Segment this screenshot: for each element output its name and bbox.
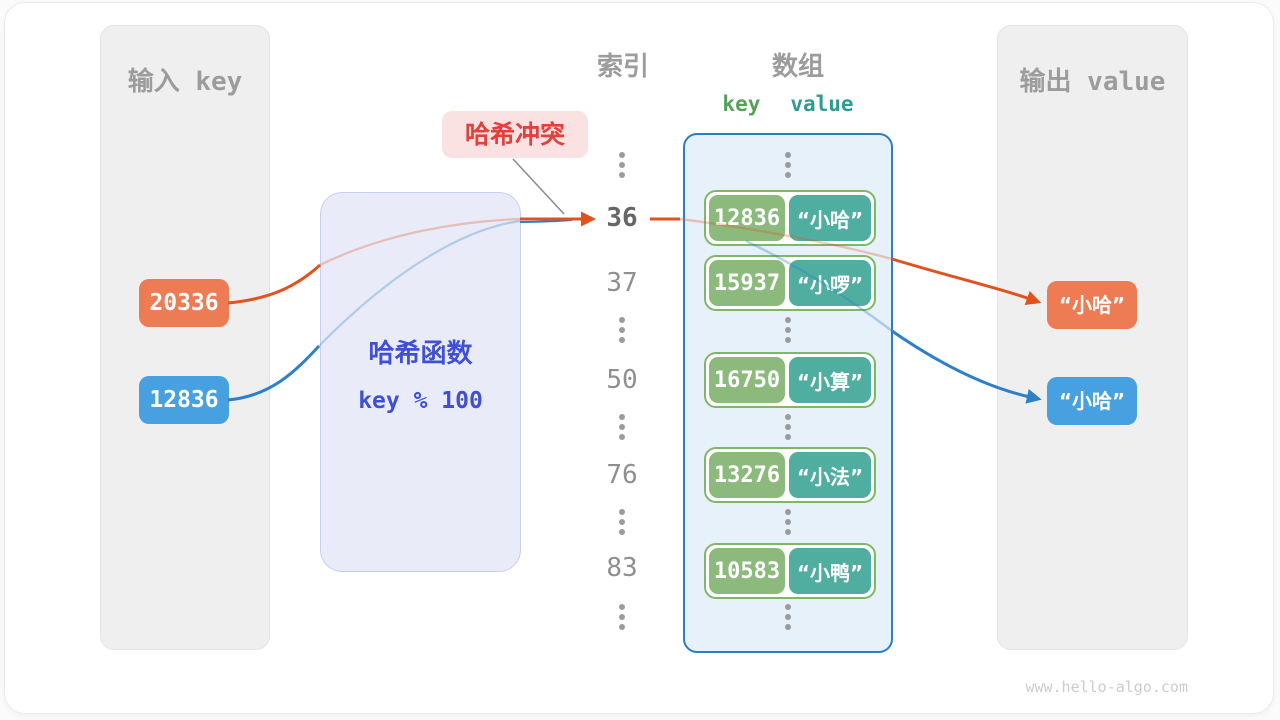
- ellipsis-icon: [758, 152, 818, 178]
- bucket-row: 16750 “小算”: [704, 352, 876, 408]
- array-column-title: 数组: [771, 52, 824, 82]
- ellipsis-icon: [592, 317, 652, 343]
- bucket-row: 15937 “小啰”: [704, 255, 876, 311]
- bucket-row: 13276 “小法”: [704, 447, 876, 503]
- ellipsis-icon: [592, 152, 652, 178]
- output-value-chip: “小哈”: [1047, 377, 1137, 425]
- bucket-key: 16750: [709, 357, 785, 403]
- ellipsis-icon: [758, 509, 818, 535]
- output-panel: 输出 value: [997, 25, 1188, 650]
- hash-function-name: 哈希函数: [368, 339, 473, 369]
- ellipsis-icon: [592, 414, 652, 440]
- index-column-title: 索引: [596, 52, 649, 82]
- index-50: 50: [606, 365, 638, 395]
- input-key-chip: 12836: [139, 376, 229, 424]
- bucket-row: 12836 “小哈”: [704, 190, 876, 246]
- hash-function-box: 哈希函数 key % 100: [320, 192, 521, 572]
- index-36: 36: [606, 203, 638, 233]
- ellipsis-icon: [758, 604, 818, 630]
- bucket-value: “小鸭”: [789, 548, 871, 594]
- bucket-row: 10583 “小鸭”: [704, 543, 876, 599]
- ellipsis-icon: [758, 317, 818, 343]
- hash-function-formula: key % 100: [358, 388, 483, 414]
- output-value-chip: “小哈”: [1047, 281, 1137, 329]
- bucket-value: “小算”: [789, 357, 871, 403]
- input-panel: 输入 key: [100, 25, 270, 650]
- input-panel-title: 输入 key: [127, 67, 243, 97]
- watermark: www.hello-algo.com: [1025, 678, 1188, 696]
- input-key-chip: 20336: [139, 279, 229, 327]
- output-panel-title: 输出 value: [1019, 67, 1166, 97]
- ellipsis-icon: [592, 604, 652, 630]
- bucket-key: 15937: [709, 260, 785, 306]
- index-83: 83: [606, 553, 638, 583]
- bucket-value: “小法”: [789, 452, 871, 498]
- bucket-key: 13276: [709, 452, 785, 498]
- ellipsis-icon: [758, 414, 818, 440]
- bucket-key: 12836: [709, 195, 785, 241]
- index-37: 37: [606, 268, 638, 298]
- bucket-key: 10583: [709, 548, 785, 594]
- bucket-value: “小哈”: [789, 195, 871, 241]
- key-header: key: [722, 92, 761, 116]
- key-value-header: key value: [683, 92, 893, 116]
- ellipsis-icon: [592, 509, 652, 535]
- index-76: 76: [606, 460, 638, 490]
- value-header: value: [790, 92, 854, 116]
- bucket-value: “小啰”: [789, 260, 871, 306]
- hash-collision-label: 哈希冲突: [442, 111, 588, 158]
